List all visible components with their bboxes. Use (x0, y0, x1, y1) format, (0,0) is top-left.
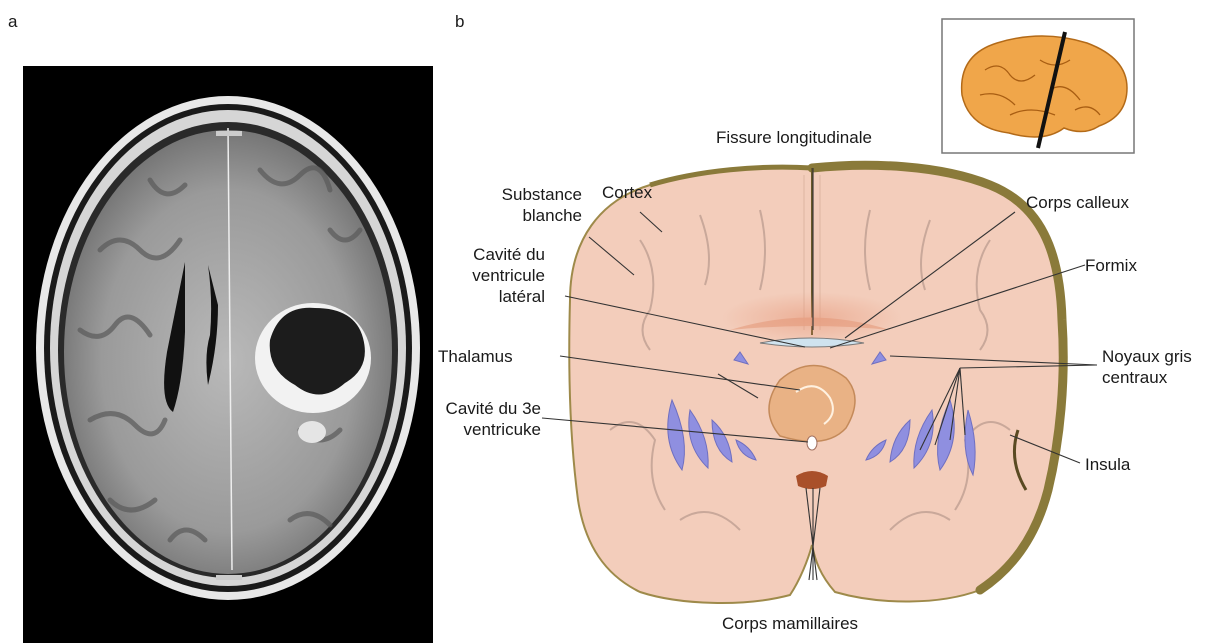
inset-brain-orientation (942, 19, 1134, 153)
label-corps-calleux: Corps calleux (1026, 192, 1129, 213)
label-noyaux-gris-centraux: Noyaux gris centraux (1102, 346, 1192, 388)
label-insula: Insula (1085, 454, 1130, 475)
label-cavite3e-line2: ventricuke (420, 419, 541, 440)
label-substance-line1: Substance (470, 184, 582, 205)
label-cavite-line1: Cavité du (430, 244, 545, 265)
mamillary-bodies-shape (796, 471, 828, 489)
label-cavite-3e-ventricule: Cavité du 3e ventricuke (420, 398, 541, 440)
label-noyaux-line2: centraux (1102, 367, 1192, 388)
label-cortex: Cortex (602, 182, 652, 203)
label-corps-mamillaires: Corps mamillaires (722, 613, 858, 634)
label-substance-line2: blanche (470, 205, 582, 226)
label-noyaux-line1: Noyaux gris (1102, 346, 1192, 367)
label-cavite-ventricule-lateral: Cavité du ventricule latéral (430, 244, 545, 307)
label-substance-blanche: Substance blanche (470, 184, 582, 226)
label-thalamus: Thalamus (438, 346, 513, 367)
label-fissure-longitudinale: Fissure longitudinale (716, 127, 872, 148)
mri-scan-image (23, 66, 433, 643)
label-cavite3e-line1: Cavité du 3e (420, 398, 541, 419)
label-cavite-line3: latéral (430, 286, 545, 307)
label-cavite-line2: ventricule (430, 265, 545, 286)
label-formix: Formix (1085, 255, 1137, 276)
